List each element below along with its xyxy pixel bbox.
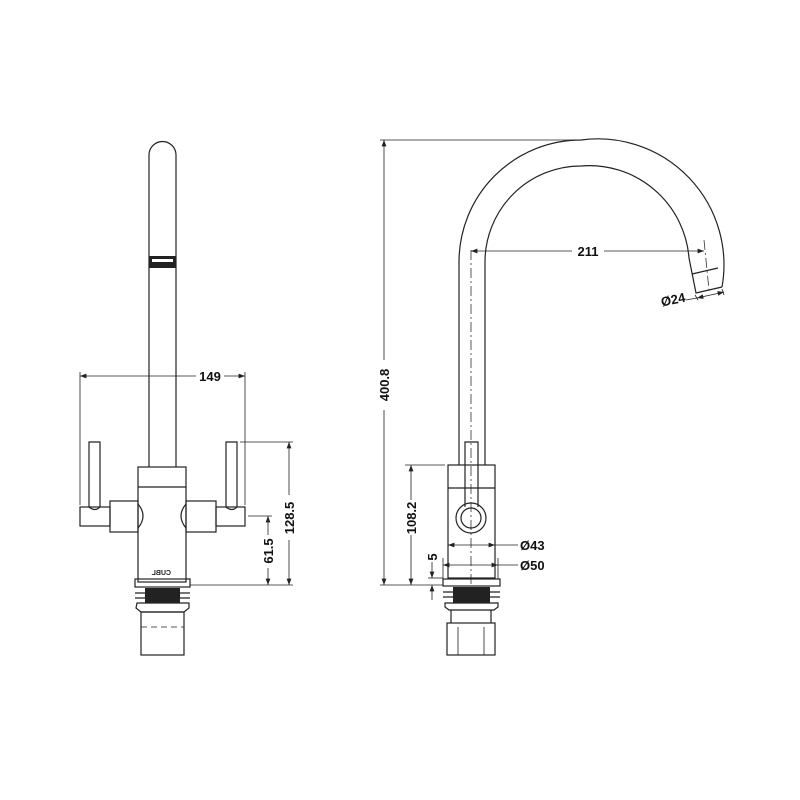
left-handle bbox=[88, 441, 101, 511]
side-shank bbox=[446, 622, 496, 656]
valve-inner-ring bbox=[460, 507, 482, 529]
dim-reach: 211 bbox=[578, 244, 599, 259]
front-body bbox=[137, 466, 187, 583]
front-view-faucet: CUBL bbox=[79, 140, 246, 656]
side-dimensions: 400.8 211 Ø24 108.2 Ø43 Ø50 5 bbox=[377, 139, 725, 600]
left-lever bbox=[79, 506, 111, 527]
right-lever bbox=[215, 506, 246, 527]
side-handle bbox=[464, 441, 479, 507]
side-base-plate bbox=[442, 578, 501, 587]
dim-body-height: 108.2 bbox=[404, 502, 419, 535]
front-spout bbox=[148, 140, 177, 467]
left-valve-block bbox=[109, 500, 139, 533]
right-valve-block bbox=[185, 500, 217, 533]
side-body bbox=[447, 464, 496, 579]
dim-base-thickness: 5 bbox=[425, 553, 440, 560]
side-thread bbox=[443, 587, 500, 603]
dim-total-height: 400.8 bbox=[377, 369, 392, 402]
side-spout-outer bbox=[458, 138, 725, 465]
dim-width: 149 bbox=[199, 369, 221, 384]
front-base-plate bbox=[134, 578, 191, 588]
front-thread bbox=[135, 588, 190, 603]
dim-base-diameter: Ø50 bbox=[520, 558, 545, 573]
front-shank bbox=[140, 611, 185, 656]
front-dimensions: 149 128.5 61.5 bbox=[79, 369, 297, 586]
right-handle bbox=[225, 441, 238, 511]
logo: CUBL bbox=[151, 570, 171, 577]
spout-tip bbox=[688, 257, 723, 294]
dim-spout-diameter: Ø24 bbox=[659, 290, 687, 310]
dim-body-diameter: Ø43 bbox=[520, 538, 545, 553]
valve-outer-ring bbox=[455, 502, 487, 534]
dim-lever-height: 61.5 bbox=[261, 538, 276, 563]
dim-handle-height: 128.5 bbox=[282, 502, 297, 535]
side-spout-inner bbox=[484, 165, 690, 465]
side-view-faucet bbox=[442, 138, 725, 656]
